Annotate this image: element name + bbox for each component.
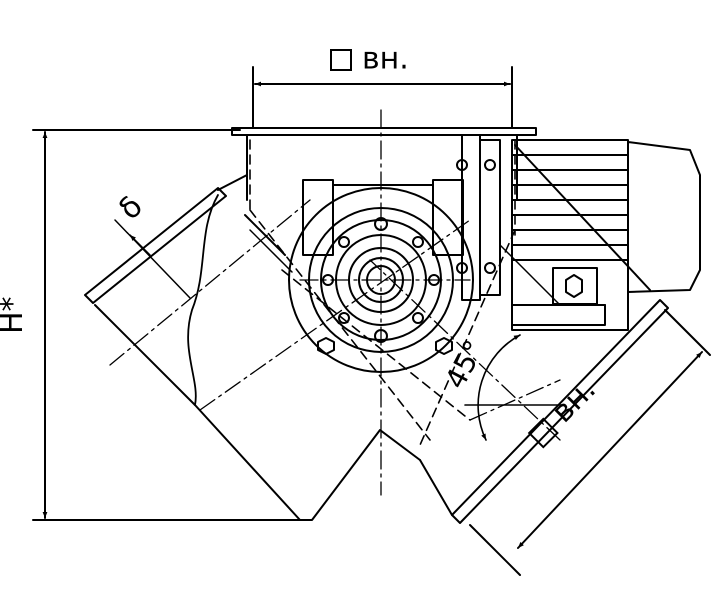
top-dimension-text: вн.: [362, 41, 409, 77]
top-dimension-label: вн.: [330, 44, 409, 75]
center-lines: [109, 109, 561, 496]
top-dimension: [252, 66, 513, 129]
bottom-dimension: [469, 309, 711, 576]
left-outlet-pipe: [84, 174, 421, 521]
height-dimension: [32, 129, 301, 521]
height-dimension-label: H*: [0, 296, 31, 335]
angle-dimension: [464, 334, 566, 441]
height-dimension-text: H*: [0, 296, 31, 335]
electric-motor: [456, 134, 701, 331]
square-section-icon: [330, 48, 352, 71]
hidden-lines: [249, 139, 516, 446]
top-flange: [231, 127, 537, 201]
right-outlet-pipe: [419, 144, 669, 524]
